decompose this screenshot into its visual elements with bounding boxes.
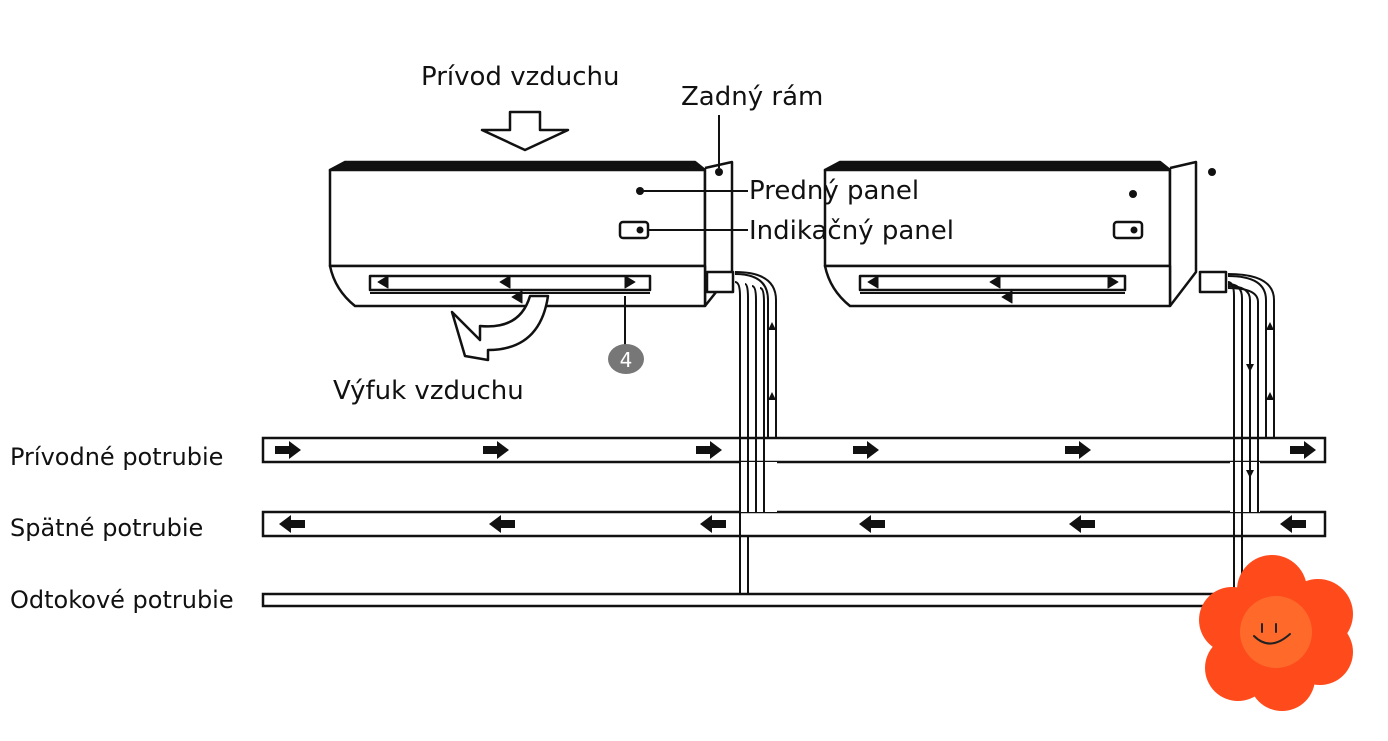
riser-pipes-left (734, 271, 777, 594)
riser-arrows (768, 322, 1274, 478)
supply-flow-arrows (275, 441, 1316, 459)
arrow-icon (853, 441, 879, 459)
drain-pipe (261, 592, 1275, 608)
air-outlet-arrow-icon (450, 294, 550, 362)
arrow-icon (1069, 515, 1095, 533)
indoor-unit-right (823, 160, 1228, 308)
supply-pipe (261, 436, 1327, 464)
arrow-icon (489, 515, 515, 533)
arrow-icon (1246, 364, 1254, 372)
arrow-icon (275, 441, 301, 459)
arrow-icon (700, 515, 726, 533)
riser-pipes-right (1227, 273, 1275, 594)
return-pipe (261, 510, 1327, 538)
callout-number: 4 (620, 348, 633, 372)
leader-lines (624, 115, 748, 348)
indoor-unit-left (328, 160, 735, 308)
arrow-icon (1290, 441, 1316, 459)
indicator-panel-label: Indikačný panel (749, 216, 954, 246)
arrow-icon (859, 515, 885, 533)
arrow-icon (1280, 515, 1306, 533)
arrow-icon (768, 392, 776, 400)
arrow-icon (696, 441, 722, 459)
air-intake-arrow-icon (480, 110, 570, 152)
arrow-icon (768, 322, 776, 330)
drain-pipe-label: Odtokové potrubie (10, 586, 234, 614)
arrow-icon (1266, 392, 1274, 400)
callout-4: 4 (608, 344, 644, 374)
arrow-icon (483, 441, 509, 459)
air-outlet-label: Výfuk vzduchu (333, 376, 524, 406)
arrow-icon (1065, 441, 1091, 459)
return-pipe-label: Spätné potrubie (10, 514, 204, 542)
supply-pipe-label: Prívodné potrubie (10, 443, 224, 471)
return-flow-arrows (279, 515, 1306, 533)
front-panel-label: Predný panel (749, 176, 920, 206)
arrow-icon (279, 515, 305, 533)
arrow-icon (1246, 470, 1254, 478)
flower-mascot-icon (1199, 555, 1353, 711)
rear-frame-label: Zadný rám (681, 82, 824, 112)
air-intake-label: Prívod vzduchu (421, 62, 620, 92)
arrow-icon (1266, 322, 1274, 330)
